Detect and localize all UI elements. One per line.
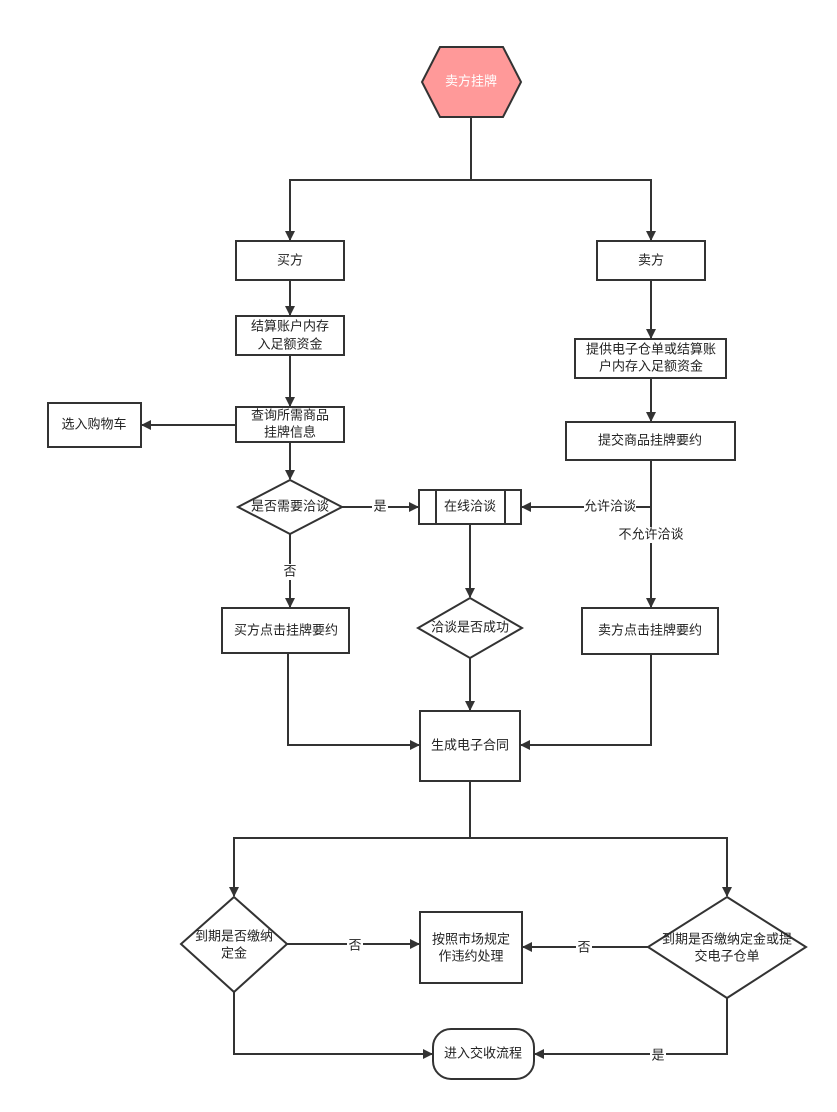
svg-text:查询所需商品: 查询所需商品: [251, 409, 329, 424]
svg-text:卖方点击挂牌要约: 卖方点击挂牌要约: [598, 623, 702, 639]
svg-text:进入交收流程: 进入交收流程: [444, 1046, 522, 1062]
query-node: 查询所需商品 挂牌信息: [235, 406, 345, 443]
buyer-fund-node: 结算账户内存 入足额资金: [235, 315, 345, 356]
svg-text:不允许洽谈: 不允许洽谈: [618, 527, 683, 543]
svg-text:提供电子仓单或结算账: 提供电子仓单或结算账: [586, 342, 716, 358]
svg-text:按照市场规定: 按照市场规定: [432, 932, 510, 948]
svg-text:提交商品挂牌要约: 提交商品挂牌要约: [598, 433, 702, 449]
svg-text:买方点击挂牌要约: 买方点击挂牌要约: [234, 623, 338, 639]
contract-node: 生成电子合同: [419, 710, 521, 782]
need-negotiate-decision: 是否需要洽谈: [235, 478, 345, 536]
svg-text:交电子仓单: 交电子仓单: [694, 949, 759, 965]
svg-text:到期是否缴纳定金或提: 到期是否缴纳定金或提: [662, 932, 792, 948]
edge-label-no-negotiate: 否: [282, 564, 298, 580]
svg-text:是否需要洽谈: 是否需要洽谈: [251, 500, 329, 515]
svg-text:是: 是: [373, 500, 386, 515]
svg-text:户内存入足额资金: 户内存入足额资金: [599, 359, 703, 375]
svg-text:否: 否: [283, 565, 296, 580]
cart-node: 选入购物车: [47, 402, 142, 448]
seller-deposit-decision: 到期是否缴纳定金或提 交电子仓单: [646, 895, 808, 1000]
edge-label-allow-negotiate: 允许洽谈: [584, 499, 636, 515]
buyer-deposit-decision: 到期是否缴纳 定金: [179, 895, 289, 994]
svg-text:买方: 买方: [277, 253, 303, 269]
seller-provide-node: 提供电子仓单或结算账 户内存入足额资金: [574, 338, 727, 379]
svg-text:挂牌信息: 挂牌信息: [264, 425, 316, 441]
svg-text:卖方: 卖方: [638, 253, 664, 269]
svg-text:定金: 定金: [221, 946, 247, 962]
buyer-click-node: 买方点击挂牌要约: [221, 607, 350, 654]
edge-label-no-seller-deposit: 否: [576, 940, 592, 956]
svg-text:洽谈是否成功: 洽谈是否成功: [431, 621, 509, 636]
edge-label-yes-negotiate: 是: [372, 499, 388, 515]
negotiate-success-decision: 洽谈是否成功: [415, 596, 525, 660]
svg-text:卖方挂牌: 卖方挂牌: [445, 74, 497, 90]
svg-text:作违约处理: 作违约处理: [438, 950, 503, 965]
edge-label-yes-delivery: 是: [650, 1047, 666, 1064]
svg-text:入足额资金: 入足额资金: [257, 337, 322, 353]
svg-text:否: 否: [348, 939, 361, 954]
submit-node: 提交商品挂牌要约: [565, 421, 736, 461]
seller-click-node: 卖方点击挂牌要约: [581, 607, 719, 655]
violation-node: 按照市场规定 作违约处理: [419, 911, 523, 984]
svg-text:是: 是: [651, 1049, 664, 1064]
svg-text:到期是否缴纳: 到期是否缴纳: [195, 930, 273, 945]
svg-text:在线洽谈: 在线洽谈: [444, 500, 496, 515]
svg-text:选入购物车: 选入购物车: [61, 417, 126, 433]
buyer-node: 买方: [235, 240, 345, 281]
edge-label-disallow-negotiate: 不允许洽谈: [618, 527, 685, 543]
start-node: 卖方挂牌: [420, 46, 523, 118]
delivery-node: 进入交收流程: [432, 1028, 535, 1080]
edge-label-no-buyer-deposit: 否: [347, 937, 363, 954]
svg-text:生成电子合同: 生成电子合同: [431, 739, 509, 754]
svg-text:结算账户内存: 结算账户内存: [251, 319, 329, 335]
svg-text:否: 否: [577, 941, 590, 956]
online-negotiate-node: 在线洽谈: [418, 489, 522, 525]
svg-text:允许洽谈: 允许洽谈: [584, 499, 636, 515]
seller-node: 卖方: [596, 240, 706, 281]
